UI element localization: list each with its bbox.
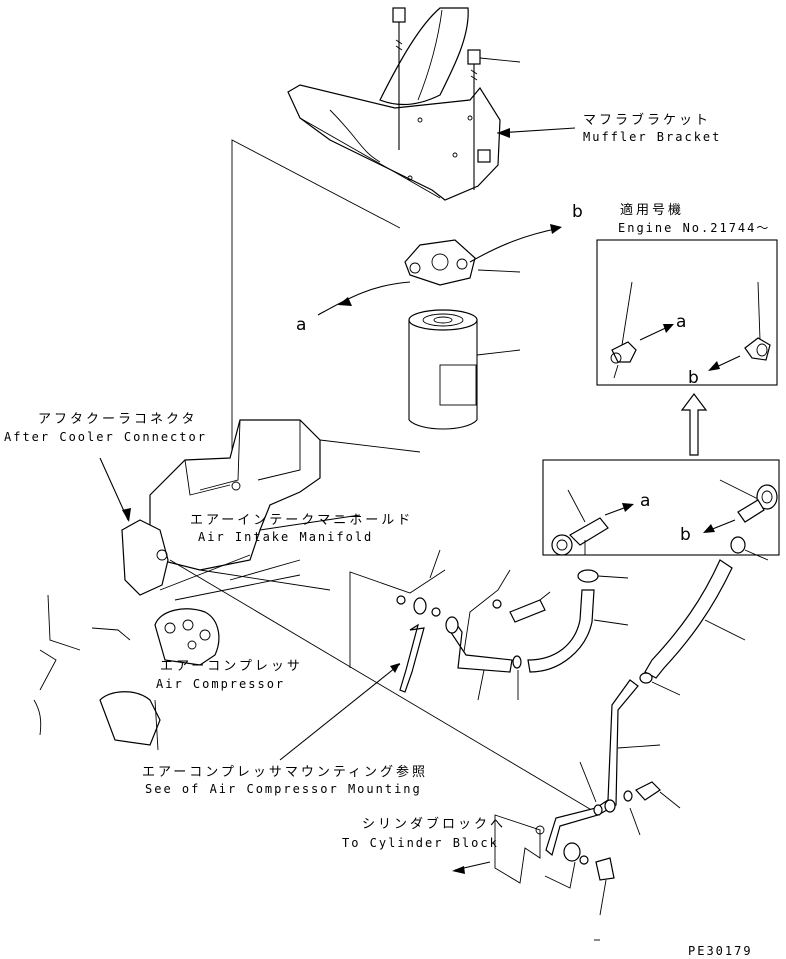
inset-new-panel [596, 239, 778, 386]
intake-en-label: Air Intake Manifold [198, 530, 373, 544]
aftercooler-jp-label: アフタクーラコネクタ [38, 412, 197, 427]
old-inset-callout-b: b [680, 525, 691, 545]
compressor-jp-label: エアーコンプレッサ [160, 659, 303, 674]
compressor-en-label: Air Compressor [156, 677, 285, 691]
cylinder-outline [494, 814, 541, 884]
inset-old-elbow-a: a [551, 489, 650, 556]
connection-line [169, 559, 601, 816]
intake-jp-label: エアーインテークマニホールド [190, 513, 413, 528]
callout-b: b [572, 202, 583, 222]
cylinder-outline [544, 861, 576, 889]
mounting-pipe [349, 549, 446, 693]
arrowhead [390, 663, 400, 673]
drawing-number: PE30179 [688, 944, 753, 958]
a-leader [317, 281, 411, 316]
filter-cartridge [408, 309, 521, 430]
arrowhead [497, 128, 510, 138]
cylinder-en-label: To Cylinder Block [342, 836, 499, 850]
air-compressor [33, 554, 301, 751]
cylinder-tube [535, 679, 681, 916]
hose-assembly [445, 569, 629, 701]
serial-en-label: Engine No.21744～ [618, 221, 770, 235]
muffler-bracket-en-label: Muffler Bracket [583, 130, 721, 144]
arrowhead [338, 297, 352, 306]
inset-callout-b: b [688, 368, 699, 388]
cylinder-jp-label: シリンダブロックへ [362, 816, 506, 832]
b-leader [469, 227, 561, 263]
bracket-bolt [467, 49, 521, 190]
inset-callout-a: a [676, 312, 686, 332]
serial-jp-label: 適用号機 [620, 202, 684, 218]
mounting-leader [279, 663, 401, 761]
mounting-en-label: See of Air Compressor Mounting [145, 782, 422, 796]
muffler-bracket-jp-label: マフラブラケット [583, 112, 711, 128]
old-inset-callout-a: a [640, 491, 650, 511]
aftercooler-leader [99, 457, 129, 521]
arrowhead [452, 866, 465, 874]
filter-head [404, 239, 521, 286]
up-arrow-icon [680, 393, 708, 456]
inset-elbow-a: a [610, 281, 686, 379]
inset-old-panel [542, 459, 780, 556]
muffler-bracket [287, 7, 501, 201]
long-hose [639, 536, 769, 696]
inset-old-elbow-b: b [680, 479, 778, 545]
intake-manifold [121, 419, 421, 596]
assembly-line [231, 139, 401, 480]
aftercooler-en-label: After Cooler Connector [4, 430, 207, 444]
arrowhead [550, 224, 562, 234]
bracket-bolt [392, 7, 406, 150]
callout-a: a [296, 315, 306, 335]
mounting-jp-label: エアーコンプレッサマウンティング参照 [142, 764, 428, 780]
arrowhead [122, 508, 131, 522]
inset-elbow-b: b [688, 281, 771, 388]
